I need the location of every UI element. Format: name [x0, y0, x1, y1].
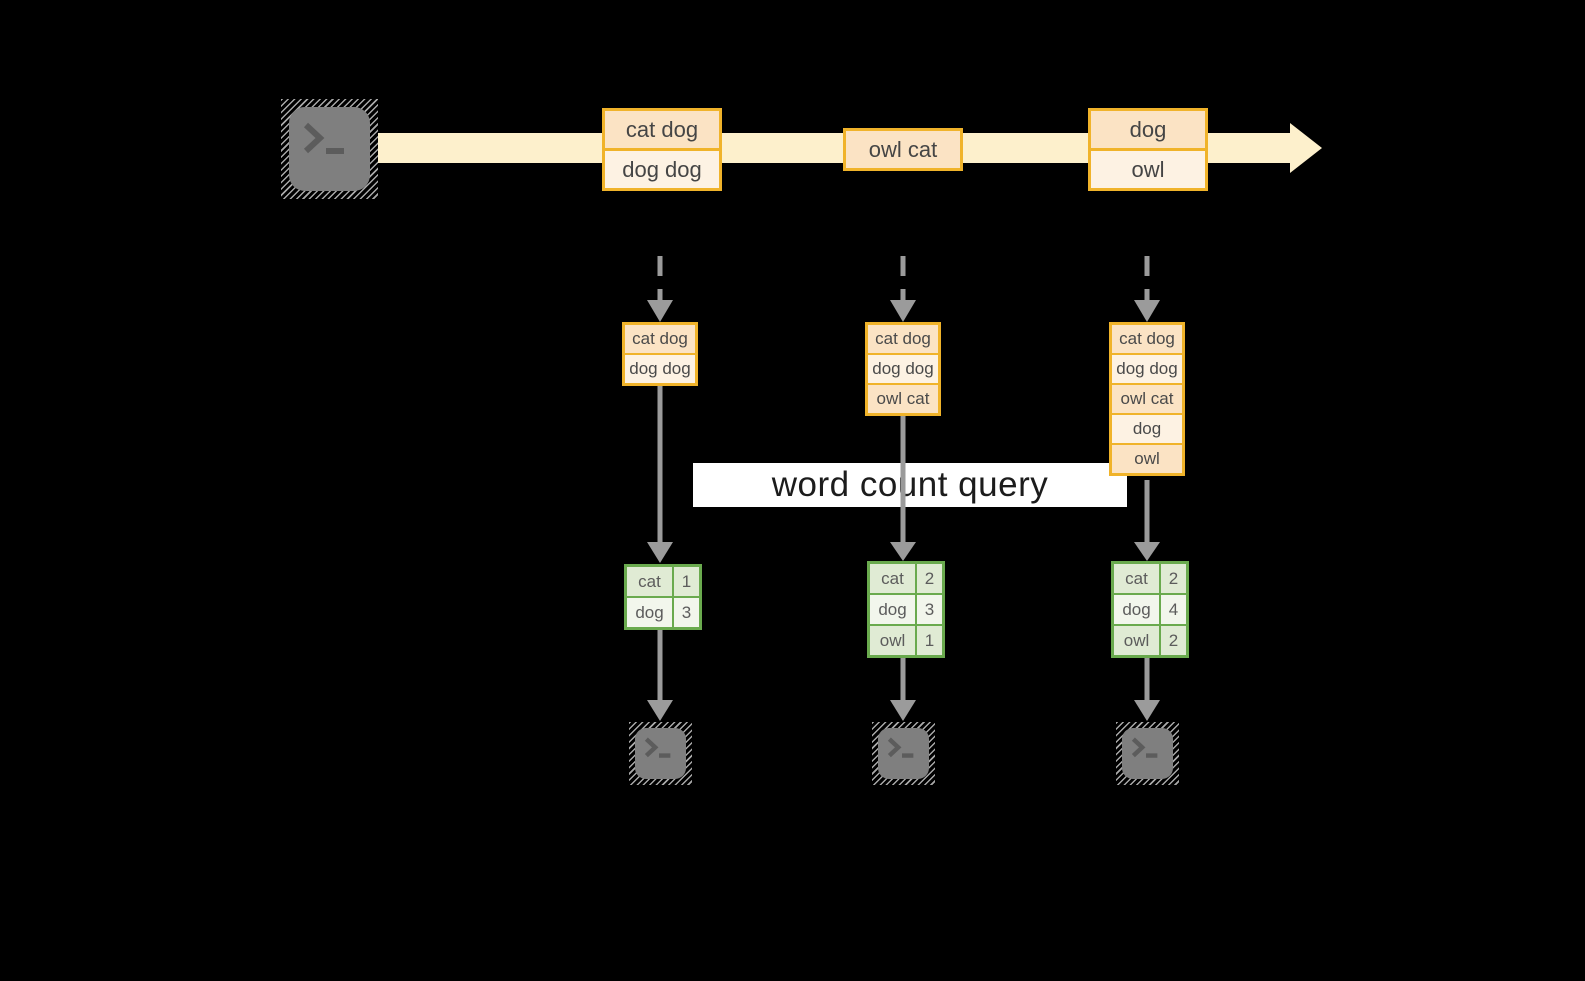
- terminal-body: [1122, 728, 1173, 779]
- terminal-prompt-icon: [303, 123, 344, 155]
- stream-record-row: owl cat: [846, 131, 960, 168]
- word-cell: dog: [1114, 595, 1159, 624]
- terminal-prompt-icon: [644, 737, 670, 758]
- word-cell: cat: [627, 567, 672, 596]
- query-arrowhead-3: [1134, 542, 1160, 561]
- count-cell: 2: [917, 564, 942, 593]
- stack-row: dog dog: [868, 355, 938, 383]
- stream-record-2: owl cat: [843, 128, 963, 171]
- word-cell: cat: [1114, 564, 1159, 593]
- stack-row: dog dog: [1112, 355, 1182, 383]
- stream-record-1: cat dog dog dog: [602, 108, 722, 191]
- stream-record-row: owl: [1091, 151, 1205, 188]
- dashed-arrowhead-2: [890, 300, 916, 322]
- terminal-body: [878, 728, 929, 779]
- stack-row: owl cat: [1112, 385, 1182, 413]
- word-cell: owl: [1114, 626, 1159, 655]
- count-cell: 2: [1161, 564, 1186, 593]
- count-table-3: cat 2 dog 4 owl 2: [1111, 561, 1189, 658]
- stream-record-3: dog owl: [1088, 108, 1208, 191]
- count-table-2: cat 2 dog 3 owl 1: [867, 561, 945, 658]
- stack-row: owl: [1112, 445, 1182, 473]
- word-cell: dog: [870, 595, 915, 624]
- sink-arrowhead-1: [647, 700, 673, 721]
- buffer-stack-2: cat dog dog dog owl cat: [865, 322, 941, 416]
- word-cell: cat: [870, 564, 915, 593]
- sink-arrowhead-3: [1134, 700, 1160, 721]
- query-band: word count query: [693, 463, 1127, 507]
- count-cell: 1: [674, 567, 699, 596]
- terminal-prompt-icon: [887, 737, 913, 758]
- stack-row: cat dog: [625, 325, 695, 353]
- sink-terminal-icon-2: [872, 722, 935, 785]
- stream-record-row: dog dog: [605, 151, 719, 188]
- buffer-stack-3: cat dog dog dog owl cat dog owl: [1109, 322, 1185, 476]
- dashed-arrowhead-3: [1134, 300, 1160, 322]
- word-cell: dog: [627, 598, 672, 627]
- sink-terminal-icon-1: [629, 722, 692, 785]
- stack-row: cat dog: [1112, 325, 1182, 353]
- stream-record-row: cat dog: [605, 111, 719, 148]
- terminal-body: [289, 107, 370, 191]
- dashed-arrowhead-1: [647, 300, 673, 322]
- stack-row: dog: [1112, 415, 1182, 443]
- count-table-1: cat 1 dog 3: [624, 564, 702, 630]
- count-cell: 3: [917, 595, 942, 624]
- source-terminal-icon: [281, 99, 378, 199]
- sink-arrowhead-2: [890, 700, 916, 721]
- stack-row: dog dog: [625, 355, 695, 383]
- query-arrowhead-2: [890, 542, 916, 561]
- word-cell: owl: [870, 626, 915, 655]
- stack-row: cat dog: [868, 325, 938, 353]
- count-cell: 3: [674, 598, 699, 627]
- count-cell: 1: [917, 626, 942, 655]
- query-label: word count query: [771, 465, 1049, 504]
- sink-terminal-icon-3: [1116, 722, 1179, 785]
- terminal-body: [635, 728, 686, 779]
- count-cell: 2: [1161, 626, 1186, 655]
- stack-row: owl cat: [868, 385, 938, 413]
- count-cell: 4: [1161, 595, 1186, 624]
- stream-record-row: dog: [1091, 111, 1205, 148]
- query-arrowhead-1: [647, 542, 673, 563]
- terminal-prompt-icon: [1131, 737, 1157, 758]
- buffer-stack-1: cat dog dog dog: [622, 322, 698, 386]
